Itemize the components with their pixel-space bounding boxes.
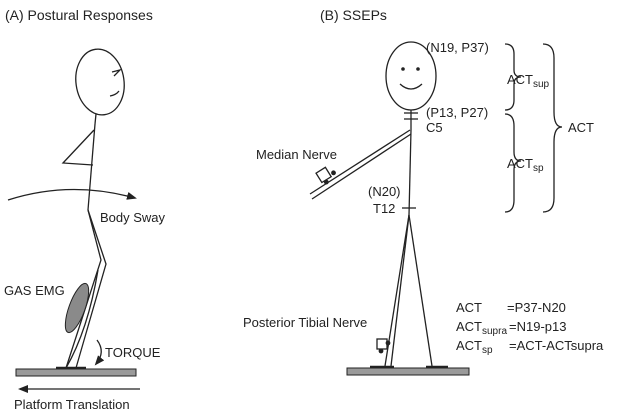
figure-a-eye — [111, 68, 123, 77]
p13-p27-label: (P13, P27) — [426, 105, 488, 120]
figure-a-calf — [65, 269, 99, 369]
platform-b — [346, 367, 470, 376]
act-total-label: ACT — [568, 120, 594, 135]
posterior-tibial-nerve-label: Posterior Tibial Nerve — [243, 315, 367, 330]
act-sp-label: ACTsp — [507, 156, 544, 174]
figure-a-head — [75, 48, 125, 116]
platform-translation-label: Platform Translation — [14, 397, 130, 412]
panel-b-title: (B) SSEPs — [320, 7, 387, 23]
figure-b-leg-right — [408, 214, 433, 367]
median-nerve-stimulator — [315, 166, 336, 185]
def-act-value: =P37-N20 — [507, 300, 566, 315]
act-definitions: ACT =P37-N20 ACTsupra =N19-p13 ACTsp =AC… — [456, 300, 604, 356]
panel-a-title: (A) Postural Responses — [5, 7, 153, 23]
figure-b-torso — [408, 129, 412, 216]
c5-label: C5 — [426, 120, 443, 135]
figure-b-arm-2 — [311, 133, 412, 200]
n20-label: (N20) — [368, 184, 401, 199]
median-nerve-label: Median Nerve — [256, 147, 337, 162]
n19-p37-label: (N19, P37) — [426, 40, 489, 55]
body-sway-label: Body Sway — [100, 210, 166, 225]
torque-arrow — [94, 339, 105, 366]
figure-a-arm — [61, 129, 95, 166]
gas-emg-label: GAS EMG — [4, 283, 65, 298]
figure-a-torso — [87, 123, 96, 211]
def-actsp-name: ACTsp — [456, 338, 493, 356]
act-sup-label: ACTsup — [507, 72, 550, 90]
figure-a-neck — [94, 113, 97, 125]
torque-label: TORQUE — [105, 345, 161, 360]
figure-a-stick-figure — [61, 48, 125, 369]
def-actsupra-name: ACTsupra — [456, 319, 507, 337]
panel-a: (A) Postural Responses Body Sway — [4, 7, 166, 412]
figure-b-mouth — [399, 83, 423, 90]
brace-act-sup — [504, 43, 522, 111]
figure-a-leg-back — [75, 209, 107, 369]
brace-act-sp — [504, 113, 522, 213]
gas-emg-muscle — [64, 282, 90, 334]
panel-b: (B) SSEPs — [243, 7, 604, 376]
platform-a — [15, 368, 137, 377]
figure-b-eye-right — [416, 67, 420, 71]
figure-b-eye-left — [401, 67, 405, 71]
tibial-nerve-stimulator — [376, 338, 391, 354]
def-actsupra-value: =N19-p13 — [509, 319, 566, 334]
figure-a-leg-front — [65, 209, 102, 369]
def-actsp-value: =ACT-ACTsupra — [509, 338, 604, 353]
def-act-name: ACT — [456, 300, 482, 315]
figure-a-mouth — [109, 90, 120, 97]
brace-act — [542, 43, 563, 213]
figure-b-leg-left-2 — [390, 214, 410, 367]
figure-b-stick-figure — [309, 41, 437, 367]
t12-label: T12 — [373, 201, 395, 216]
body-sway-arrow — [7, 188, 137, 201]
